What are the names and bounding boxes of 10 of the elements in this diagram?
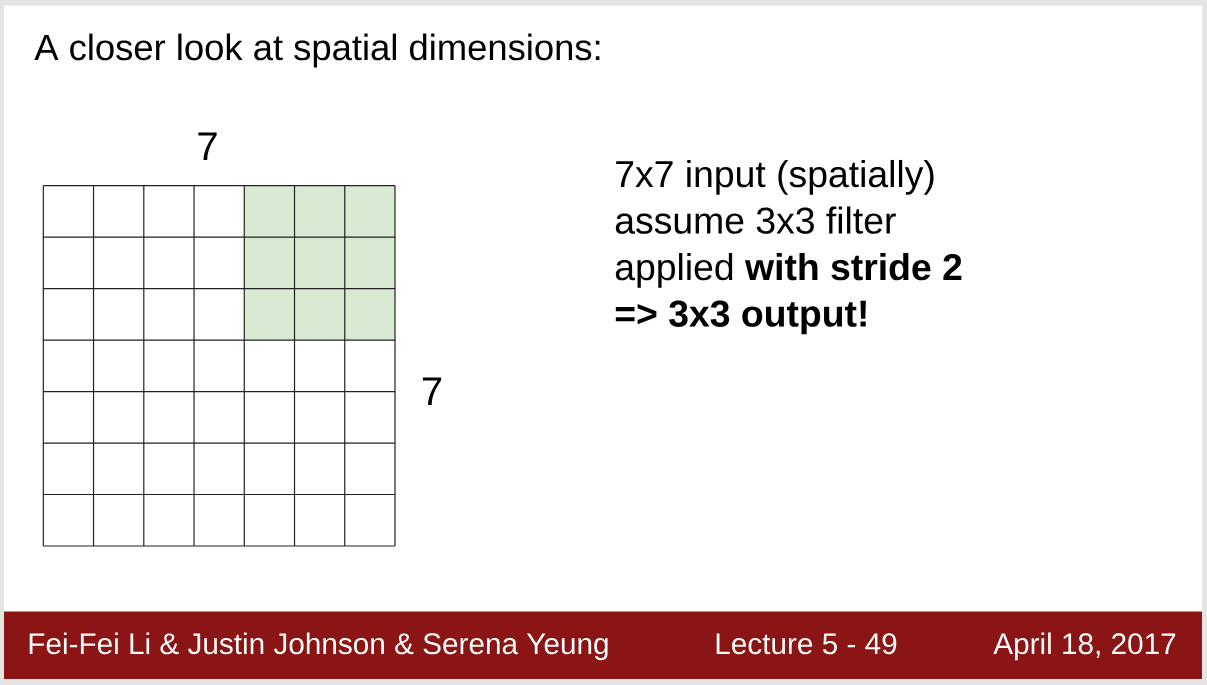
dimension-label: 7: [198, 132, 217, 160]
description-text: 7x7 input (spatially): [616, 159, 934, 195]
footer-text: Lecture 5 - 49: [716, 633, 897, 655]
description-text: applied with stride 2: [615, 252, 962, 288]
footer-text: Fei-Fei Li & Justin Johnson & Serena Yeung: [29, 632, 608, 661]
title: A closer look at spatial dimensions:: [34, 33, 600, 68]
dimension-label: 7: [422, 377, 442, 405]
footer-text: April 18, 2017: [993, 632, 1176, 661]
description-text: assume 3x3 filter: [615, 206, 896, 234]
description-text: => 3x3 output!: [615, 300, 866, 335]
